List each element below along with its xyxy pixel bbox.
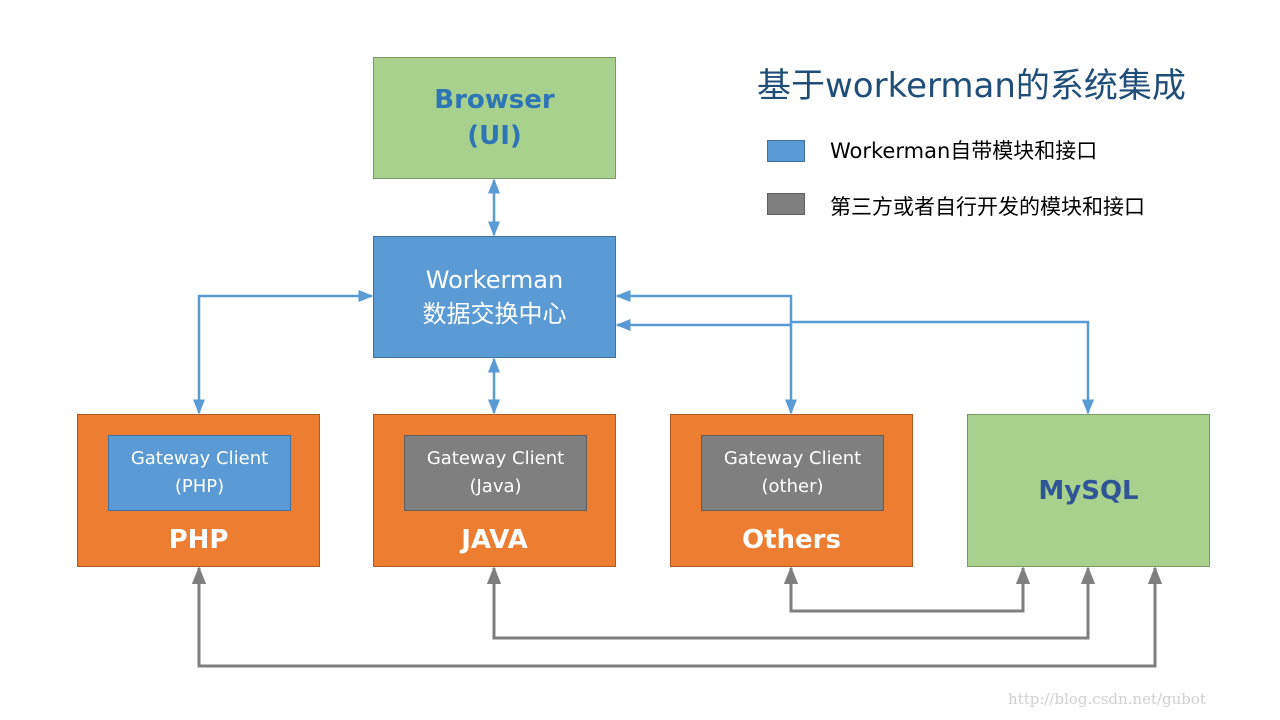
others-node: Gateway Client (other) Others (670, 414, 913, 567)
connector-hub-mysql (615, 319, 1094, 415)
gateway-client-java-line2: (Java) (469, 476, 522, 497)
connector-java-mysql (486, 566, 1096, 640)
workerman-hub-node: Workerman 数据交换中心 (373, 236, 616, 358)
mysql-node: MySQL (967, 414, 1210, 567)
gateway-client-other-line1: Gateway Client (723, 448, 862, 469)
hub-subtitle: 数据交换中心 (422, 300, 567, 328)
connector-php-mysql (191, 566, 1163, 668)
java-node: Gateway Client (Java) JAVA (373, 414, 616, 567)
legend-label-workerman: Workerman自带模块和接口 (830, 139, 1098, 163)
connector-hub-others (615, 290, 797, 415)
browser-title: Browser (434, 85, 555, 115)
gateway-client-java-line1: Gateway Client (426, 448, 565, 469)
gateway-client-java: Gateway Client (Java) (404, 435, 587, 511)
gateway-client-php: Gateway Client (PHP) (108, 435, 291, 511)
connector-others-mysql (783, 566, 1031, 613)
gateway-client-other-line2: (other) (761, 476, 824, 497)
browser-subtitle: (UI) (467, 121, 522, 151)
java-label: JAVA (461, 525, 528, 555)
php-label: PHP (168, 525, 229, 555)
gateway-client-php-line2: (PHP) (174, 476, 225, 497)
connector-hub-php (193, 290, 374, 415)
mysql-label: MySQL (1038, 475, 1139, 506)
browser-node: Browser (UI) (373, 57, 616, 179)
php-node: Gateway Client (PHP) PHP (77, 414, 320, 567)
hub-title: Workerman (425, 266, 564, 294)
legend-swatch-third-party (767, 193, 805, 215)
others-label: Others (742, 525, 841, 555)
diagram-title: 基于workerman的系统集成 (757, 66, 1186, 106)
legend-swatch-workerman (767, 140, 805, 162)
legend-label-third-party: 第三方或者自行开发的模块和接口 (830, 195, 1145, 219)
watermark: http://blog.csdn.net/gubot (1008, 690, 1206, 708)
gateway-client-other: Gateway Client (other) (701, 435, 884, 511)
gateway-client-php-line1: Gateway Client (130, 448, 269, 469)
